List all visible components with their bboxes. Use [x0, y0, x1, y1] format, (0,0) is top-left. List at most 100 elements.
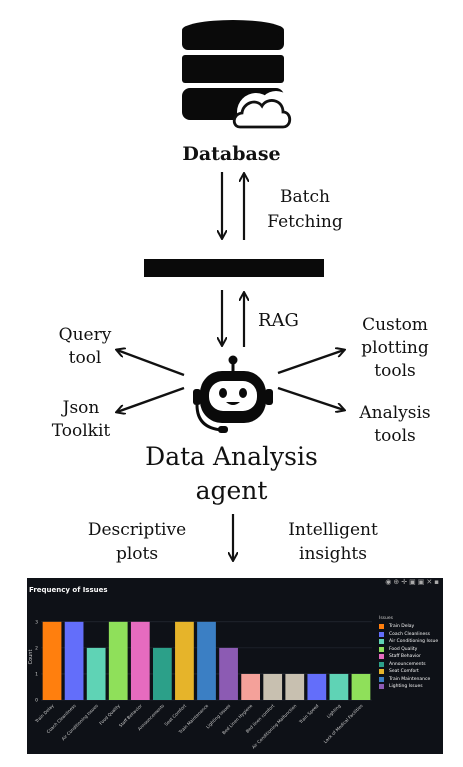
- legend-title: Issues: [379, 616, 393, 621]
- legend-label: Staff Behavior: [389, 654, 421, 660]
- arrow-query-tool: [117, 350, 185, 377]
- bar[interactable]: [197, 621, 216, 700]
- database-label: Database: [182, 143, 281, 165]
- y-tick-label: 1: [35, 671, 38, 677]
- x-tick-label: Seat Comfort: [163, 703, 188, 728]
- legend-swatch: [379, 639, 384, 645]
- y-tick-label: 2: [35, 645, 38, 651]
- agent-title-line-2: agent: [195, 476, 268, 505]
- bar[interactable]: [130, 621, 150, 700]
- agent-title: Data Analysis agent: [0, 440, 463, 508]
- legend-label: Lighting Issues: [389, 684, 423, 690]
- analysis-tools-line-2: tools: [374, 426, 416, 446]
- chart-title: Frequency of Issues: [29, 586, 108, 594]
- chart-toolbar: ◉⊕✛▣▣✕▪: [385, 578, 441, 586]
- legend-label: Train Maintenance: [389, 676, 431, 682]
- json-toolkit-line-2: Toolkit: [51, 421, 111, 441]
- zoom-icon[interactable]: ⊕: [393, 578, 402, 586]
- autoscale-icon[interactable]: ✕: [426, 578, 435, 586]
- query-tool-line-1: Query: [58, 325, 112, 345]
- json-toolkit-line-1: Json: [62, 398, 100, 418]
- arrow-analysis-tools: [277, 386, 344, 410]
- bar[interactable]: [175, 621, 194, 700]
- cloud-icon: [232, 91, 296, 132]
- custom-plotting-line-1: Custom: [362, 315, 428, 335]
- legend-item[interactable]: Lighting Issues: [379, 683, 438, 691]
- robot-icon: [193, 355, 273, 433]
- x-tick-label: Lack of Medical Facilities: [323, 703, 365, 745]
- custom-plotting-line-3: tools: [374, 361, 416, 381]
- analysis-tools-line-1: Analysis: [359, 403, 431, 423]
- custom-plotting-label: Custom plotting tools: [345, 314, 445, 383]
- rag-label: RAG: [258, 310, 299, 331]
- plotly-logo-icon[interactable]: ▪: [434, 578, 441, 586]
- y-tick-label: 3: [35, 619, 38, 625]
- legend-item[interactable]: Announcements: [379, 661, 438, 669]
- legend-item[interactable]: Train Delay: [379, 623, 438, 631]
- x-tick-label: Train Delay: [34, 703, 56, 725]
- bar[interactable]: [307, 673, 327, 700]
- bar[interactable]: [64, 621, 84, 700]
- bar[interactable]: [329, 673, 349, 700]
- legend-item[interactable]: Food Quality: [379, 646, 438, 654]
- x-tick-label: Train Speed: [298, 703, 321, 726]
- legend-swatch: [379, 676, 384, 682]
- legend-swatch: [379, 684, 384, 690]
- legend-label: Air Conditioning Issue: [389, 639, 439, 645]
- legend-swatch: [379, 654, 384, 660]
- camera-icon[interactable]: ◉: [385, 578, 394, 586]
- batch-fetching-line-2: Fetching: [267, 212, 343, 232]
- legend-swatch: [379, 631, 384, 637]
- legend-item[interactable]: Train Maintenance: [379, 676, 438, 684]
- bar[interactable]: [108, 621, 128, 700]
- legend-label: Seat Comfort: [389, 669, 419, 675]
- legend-swatch: [379, 669, 384, 675]
- x-tick-label: Food Quality: [98, 703, 122, 727]
- legend-swatch: [379, 646, 384, 652]
- legend-label: Train Delay: [389, 624, 415, 630]
- agent-title-line-1: Data Analysis: [145, 442, 318, 471]
- intelligent-insights-label: Intelligent insights: [268, 518, 398, 566]
- bar[interactable]: [86, 647, 106, 700]
- descriptive-plots-line-2: plots: [115, 544, 159, 564]
- legend-item[interactable]: Air Conditioning Issue: [379, 638, 438, 646]
- legend-item[interactable]: Coach Cleanliness: [379, 631, 438, 639]
- batch-fetching-label: Batch Fetching: [250, 185, 360, 235]
- pan-icon[interactable]: ✛: [401, 578, 410, 586]
- bar[interactable]: [219, 647, 238, 700]
- intelligent-insights-line-2: insights: [299, 544, 367, 564]
- legend-swatch: [379, 624, 384, 630]
- zoom-in-icon[interactable]: ▣: [409, 578, 418, 586]
- custom-plotting-line-2: plotting: [361, 338, 429, 358]
- query-tool-line-2: tool: [68, 348, 102, 368]
- bar[interactable]: [351, 673, 371, 700]
- bar[interactable]: [241, 673, 261, 700]
- analysis-tools-label: Analysis tools: [340, 402, 450, 448]
- legend-item[interactable]: Seat Comfort: [379, 668, 438, 676]
- x-tick-label: Lighting: [326, 703, 343, 720]
- legend-label: Food Quality: [389, 646, 418, 652]
- bar[interactable]: [263, 673, 283, 700]
- x-tick-label: Air Conditioning Issues: [61, 703, 101, 743]
- batch-fetching-line-1: Batch: [280, 187, 330, 207]
- bar[interactable]: [285, 673, 305, 700]
- x-tick-label: Air Conditioning Malfunction: [251, 703, 298, 750]
- y-tick-label: 0: [35, 698, 38, 704]
- legend-label: Announcements: [389, 661, 426, 667]
- intelligent-insights-line-1: Intelligent: [288, 520, 378, 540]
- database-icon: [182, 20, 296, 132]
- bar[interactable]: [152, 647, 172, 700]
- legend-swatch: [379, 661, 384, 667]
- middleware-bar: [144, 259, 324, 277]
- descriptive-plots-label: Descriptive plots: [72, 518, 202, 566]
- bar[interactable]: [42, 621, 62, 700]
- y-axis-label: Count: [28, 650, 34, 665]
- descriptive-plots-line-1: Descriptive: [87, 520, 187, 540]
- zoom-out-icon[interactable]: ▣: [417, 578, 427, 586]
- arrow-custom-plotting: [277, 350, 344, 375]
- legend-item[interactable]: Staff Behavior: [379, 653, 438, 661]
- legend-label: Coach Cleanliness: [389, 631, 430, 637]
